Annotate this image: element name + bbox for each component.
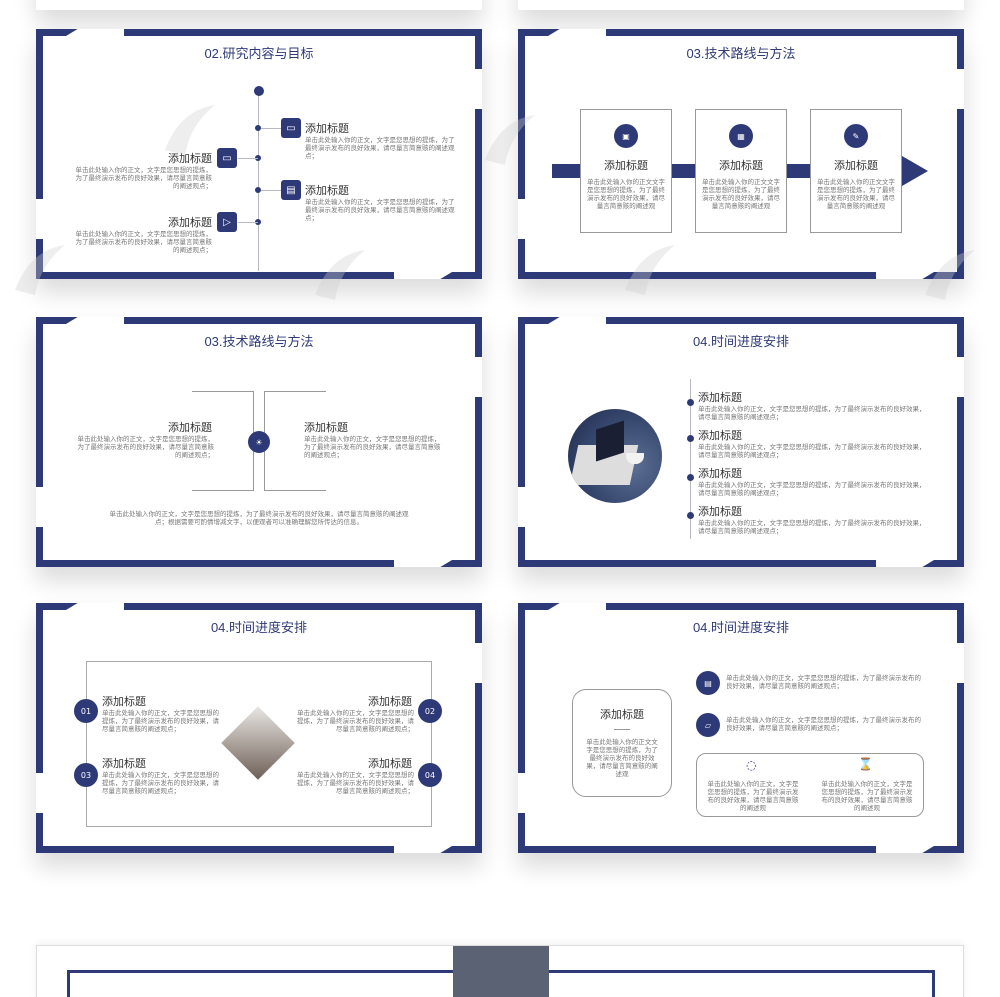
item-heading: 添加标题 (168, 153, 212, 165)
right-body: 单击此处输入你的正文，文字是您思想的提炼，为了最终演示发布的良好效果，请尽量言简… (304, 436, 441, 459)
slide-partial-top-right (518, 0, 964, 10)
watermark-logo-icon (15, 245, 65, 295)
item-heading: 添加标题 (305, 123, 349, 135)
bottom-title-block (453, 946, 549, 997)
item-heading: 添加标题 (368, 758, 412, 770)
step-number-badge: 02 (418, 699, 442, 723)
step-number-badge: 03 (74, 763, 98, 787)
slide-title: 04.时间进度安排 (210, 620, 308, 635)
panel-body: 单击此处输入你的正文，文字是您思想的提炼，为了最终演示发布的良好效果，请尽量言简… (707, 781, 799, 812)
slide-title: 02.研究内容与目标 (204, 46, 314, 61)
step-number-badge: 04 (418, 763, 442, 787)
folder-icon: ▣ (614, 124, 638, 148)
left-heading: 添加标题 (168, 422, 212, 434)
item-heading: 添加标题 (698, 468, 742, 480)
step-body: 单击此处输入你的正文文字是您思想的提炼，为了最终演示发布的良好效果，请尽量言简意… (817, 179, 895, 210)
bottom-panel (696, 753, 924, 817)
item-heading: 添加标题 (305, 185, 349, 197)
step-body: 单击此处输入你的正文文字是您思想的提炼，为了最终演示发布的良好效果，请尽量言简意… (702, 179, 780, 210)
watermark-logo-icon (925, 250, 975, 300)
step-heading: 添加标题 (604, 160, 648, 172)
right-heading: 添加标题 (304, 422, 348, 434)
arrow-head-icon (902, 156, 928, 186)
device-icon: ▱ (696, 713, 720, 737)
item-heading: 添加标题 (102, 696, 146, 708)
item-body: 单击此处输入你的正文，文字是您思想的提炼，为了最终演示发布的良好效果，请尽量言简… (305, 137, 455, 160)
item-body: 单击此处输入你的正文，文字是您思想的提炼，为了最终演示发布的良好效果，请尽量言简… (698, 406, 926, 421)
printer-icon: ▤ (281, 180, 301, 200)
palette-icon: ✎ (844, 124, 868, 148)
step-body: 单击此处输入你的正文文字是您思想的提炼，为了最终演示发布的良好效果，请尽量言简意… (587, 179, 665, 210)
watermark-logo-icon (315, 250, 365, 300)
step-heading: 添加标题 (719, 160, 763, 172)
item-heading: 添加标题 (698, 392, 742, 404)
slide-title: 04.时间进度安排 (692, 620, 790, 635)
card-body: 单击此处输入你的正文文字是您思想的提炼，为了最终演示发布的良好效果，请尽量言简意… (586, 739, 658, 778)
item-body: 单击此处输入你的正文，文字是您思想的提炼，为了最终演示发布的良好效果，请尽量言简… (297, 772, 414, 795)
keyboard-icon: ▦ (729, 124, 753, 148)
timeline-dot (255, 155, 261, 161)
hourglass-icon: ⌛ (858, 757, 873, 771)
item-body: 单击此处输入你的正文，文字是您思想的提炼，为了最终演示发布的良好效果，请尽量言简… (75, 167, 213, 190)
timeline-top-dot (254, 86, 264, 96)
slide-schedule-1: 04.时间进度安排 添加标题 单击此处输入你的正文，文字是您思想的提炼，为了最终… (518, 317, 964, 567)
summary-text: 单击此处输入你的正文，文字是您思想的提炼，为了最终演示发布的良好效果，请尽量言简… (109, 511, 409, 526)
slide-partial-bottom (36, 945, 964, 997)
slide-partial-top-left (36, 0, 482, 10)
item-heading: 添加标题 (168, 217, 212, 229)
slide-research-content: 02.研究内容与目标 ▭ 添加标题 单击此处输入你的正文，文字是您思想的提炼，为… (36, 29, 482, 279)
item-body: 单击此处输入你的正文，文字是您思想的提炼，为了最终演示发布的良好效果，请尽量言简… (698, 520, 926, 535)
printer-icon: ▤ (696, 671, 720, 695)
step-heading: 添加标题 (834, 160, 878, 172)
watermark-logo-icon (165, 105, 215, 155)
timeline-line (690, 379, 691, 539)
timeline-dot (255, 219, 261, 225)
timeline-dot (255, 187, 261, 193)
slide-schedule-2: 04.时间进度安排 01 添加标题 单击此处输入你的正文，文字是您思想的提炼，为… (36, 603, 482, 853)
slide-title: 04.时间进度安排 (692, 334, 790, 349)
item-heading: 添加标题 (698, 506, 742, 518)
item-body: 单击此处输入你的正文，文字是您思想的提炼，为了最终演示发布的良好效果，请尽量言简… (698, 444, 926, 459)
lightbulb-icon: ☀ (248, 431, 270, 453)
watermark-logo-icon (625, 245, 675, 295)
item-body: 单击此处输入你的正文，文字是您思想的提炼，为了最终演示发布的良好效果，请尽量言简… (75, 231, 213, 254)
item-body: 单击此处输入你的正文，文字是您思想的提炼，为了最终演示发布的良好效果，请尽量言简… (102, 710, 219, 733)
display-icon: ▷ (217, 212, 237, 232)
left-body: 单击此处输入你的正文，文字是您思想的提炼，为了最终演示发布的良好效果，请尽量言简… (77, 436, 215, 459)
step-number-badge: 01 (74, 699, 98, 723)
timeline-dot (255, 125, 261, 131)
item-heading: 添加标题 (368, 696, 412, 708)
watermark-logo-icon (485, 115, 535, 165)
bulb-icon: ◌ (746, 758, 757, 772)
item-body: 单击此处输入你的正文，文字是您思想的提炼，为了最终演示发布的良好效果，请尽量言简… (305, 199, 455, 222)
slide-schedule-3: 04.时间进度安排 添加标题 单击此处输入你的正文文字是您思想的提炼，为了最终演… (518, 603, 964, 853)
slide-tech-route-1: 03.技术路线与方法 ▣ 添加标题 单击此处输入你的正文文字是您思想的提炼，为了… (518, 29, 964, 279)
slide-title: 03.技术路线与方法 (686, 46, 796, 61)
row-body: 单击此处输入你的正文，文字是您思想的提炼，为了最终演示发布的良好效果，请尽量言简… (726, 675, 921, 690)
panel-body: 单击此处输入你的正文，文字是您思想的提炼，为了最终演示发布的良好效果，请尽量言简… (821, 781, 913, 812)
highlight-card (572, 689, 672, 797)
laptop-photo (568, 409, 662, 503)
item-heading: 添加标题 (698, 430, 742, 442)
item-body: 单击此处输入你的正文，文字是您思想的提炼，为了最终演示发布的良好效果，请尽量言简… (102, 772, 219, 795)
timeline-line (258, 91, 259, 271)
item-body: 单击此处输入你的正文，文字是您思想的提炼，为了最终演示发布的良好效果，请尽量言简… (698, 482, 926, 497)
screen-icon: ▭ (217, 148, 237, 168)
item-heading: 添加标题 (102, 758, 146, 770)
slide-title: 03.技术路线与方法 (204, 334, 314, 349)
item-body: 单击此处输入你的正文，文字是您思想的提炼，为了最终演示发布的良好效果，请尽量言简… (297, 710, 414, 733)
monitor-icon: ▭ (281, 118, 301, 138)
card-heading: 添加标题 (600, 709, 644, 721)
slide-tech-route-2: 03.技术路线与方法 ☀ 添加标题 单击此处输入你的正文，文字是您思想的提炼，为… (36, 317, 482, 567)
row-body: 单击此处输入你的正文，文字是您思想的提炼，为了最终演示发布的良好效果，请尽量言简… (726, 717, 921, 732)
